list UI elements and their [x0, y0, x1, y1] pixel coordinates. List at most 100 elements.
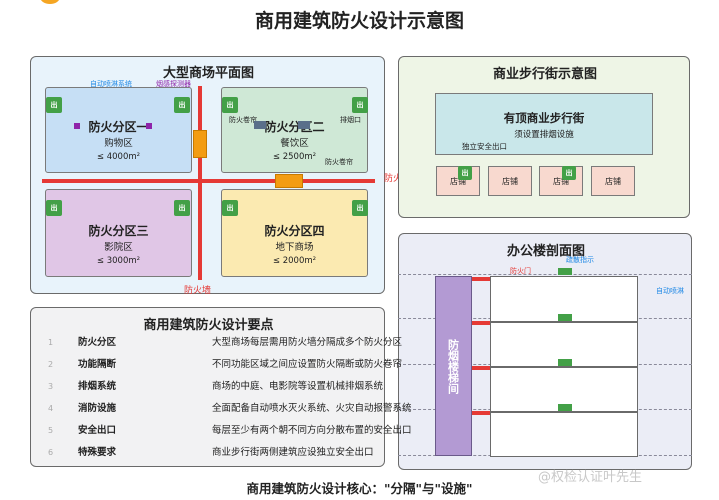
point-number: 5: [48, 426, 54, 435]
exhaust-vent-icon: [254, 121, 266, 129]
smoke-detector-icon: [74, 123, 80, 129]
exit-icon: 出: [562, 166, 576, 180]
list-item: 6 特殊要求 商业步行街两侧建筑应设独立安全出口: [44, 442, 444, 464]
fire-door: [472, 321, 490, 325]
shop-label: 店铺: [553, 177, 569, 186]
fire-shutter-horizontal: [275, 174, 303, 188]
corner-dot: [40, 0, 60, 4]
zone-area: ≤ 4000m²: [96, 152, 141, 162]
exit-icon: 出: [46, 200, 62, 216]
office-floor: [490, 412, 638, 457]
point-number: 3: [48, 382, 54, 391]
exit-icon: 出: [174, 97, 190, 113]
covered-street-title: 有顶商业步行街: [503, 111, 585, 125]
point-key: 排烟系统: [78, 381, 117, 392]
exit-icon: 出: [222, 97, 238, 113]
zone-area: ≤ 2000m²: [272, 256, 317, 266]
exhaust-label: 排烟口: [340, 116, 361, 124]
list-item: 1 防火分区 大型商场每层需用防火墙分隔成多个防火分区: [44, 332, 444, 354]
exit-icon: 出: [352, 97, 368, 113]
smoke-proof-stair: 防烟楼梯间: [435, 276, 472, 456]
zone-name: 防火分区四: [264, 224, 325, 238]
list-item: 2 功能隔断 不同功能区域之间应设置防火隔断或防火卷帘: [44, 354, 444, 376]
point-number: 1: [48, 338, 54, 347]
zone-use: 餐饮区: [280, 138, 309, 149]
exit-icon: 出: [174, 200, 190, 216]
page-title: 商用建筑防火设计示意图: [254, 10, 464, 32]
fire-zone-2: 防火分区二 餐饮区 ≤ 2500m²: [221, 87, 368, 173]
point-key: 功能隔断: [78, 359, 117, 370]
design-points-list: 1 防火分区 大型商场每层需用防火墙分隔成多个防火分区 2 功能隔断 不同功能区…: [44, 332, 444, 464]
point-desc: 大型商场每层需用防火墙分隔成多个防火分区: [212, 337, 403, 348]
exit-icon: 出: [458, 166, 472, 180]
fire-shutter-vertical: [193, 130, 207, 158]
zone-use: 购物区: [104, 138, 133, 149]
mall-plan-title: 大型商场平面图: [162, 66, 254, 81]
smoke-detector-label: 烟感探测器: [156, 80, 191, 88]
fire-door-label: 防火门: [510, 267, 531, 275]
shop-label: 店铺: [605, 177, 621, 186]
fire-shutter-label-2: 防火卷帘: [325, 158, 353, 166]
zone-area: ≤ 3000m²: [96, 256, 141, 266]
point-desc: 商业步行街两侧建筑应设独立安全出口: [212, 447, 374, 458]
auto-sprinkler-label: 自动喷淋系统: [90, 80, 132, 88]
point-key: 安全出口: [78, 425, 117, 436]
fire-door: [472, 366, 490, 370]
list-item: 4 消防设施 全面配备自动喷水灭火系统、火灾自动报警系统: [44, 398, 444, 420]
fire-wall-horizontal: [42, 179, 375, 183]
point-desc: 商场的中庭、电影院等设置机械排烟系统: [212, 381, 384, 392]
point-number: 4: [48, 404, 54, 413]
point-number: 6: [48, 448, 54, 457]
evac-sign-icon: [558, 359, 572, 366]
shop-2: 店铺: [488, 166, 532, 196]
smoke-detector-icon: [146, 123, 152, 129]
summary-text: 商用建筑防火设计核心："分隔"与"设施": [246, 481, 473, 496]
fire-zone-1: 防火分区一 购物区 ≤ 4000m²: [45, 87, 192, 173]
shop-4: 店铺: [591, 166, 635, 196]
shop-3: 店铺: [539, 166, 583, 196]
list-item: 3 排烟系统 商场的中庭、电影院等设置机械排烟系统: [44, 376, 444, 398]
independent-exit-label: 独立安全出口: [462, 142, 507, 151]
list-item: 5 安全出口 每层至少有两个朝不同方向分散布置的安全出口: [44, 420, 444, 442]
point-desc: 每层至少有两个朝不同方向分散布置的安全出口: [212, 425, 412, 436]
shop-label: 店铺: [502, 177, 518, 186]
fire-wall-bottom-label: 防火墙: [184, 286, 212, 296]
exit-icon: 出: [352, 200, 368, 216]
exhaust-vent-icon: [298, 121, 310, 129]
zone-use: 影院区: [104, 242, 133, 253]
point-key: 特殊要求: [78, 447, 117, 458]
sprinkler-label: 自动喷淋: [656, 287, 684, 295]
fire-wall-right-label: 防火: [384, 174, 403, 184]
exit-icon: 出: [222, 200, 238, 216]
point-desc: 全面配备自动喷水灭火系统、火灾自动报警系统: [212, 403, 412, 414]
street-title: 商业步行街示意图: [492, 67, 597, 82]
fire-zone-4: 防火分区四 地下商场 ≤ 2000m²: [221, 189, 368, 277]
stair-label: 防烟楼梯间: [446, 339, 460, 394]
fire-door: [472, 277, 490, 281]
zone-area: ≤ 2500m²: [272, 152, 317, 162]
zone-name: 防火分区一: [88, 120, 149, 134]
shop-label: 店铺: [450, 177, 466, 186]
design-points-title: 商用建筑防火设计要点: [143, 318, 274, 333]
point-number: 2: [48, 360, 54, 369]
evac-sign-icon: [558, 404, 572, 411]
watermark: @权检认证叶先生: [538, 470, 643, 485]
covered-street: 有顶商业步行街 须设置排烟设施: [435, 93, 653, 155]
point-key: 消防设施: [78, 403, 117, 414]
fire-shutter-label: 防火卷帘: [229, 116, 257, 124]
fire-door: [472, 411, 490, 415]
zone-use: 地下商场: [275, 242, 314, 253]
fire-wall-vertical: [198, 86, 202, 280]
floor-line: [398, 274, 692, 275]
zone-name: 防火分区三: [88, 224, 149, 238]
evac-sign-icon: [558, 314, 572, 321]
office-title: 办公楼剖面图: [506, 244, 585, 259]
point-desc: 不同功能区域之间应设置防火隔断或防火卷帘: [212, 359, 403, 370]
exit-icon: 出: [46, 97, 62, 113]
covered-street-note: 须设置排烟设施: [514, 130, 574, 140]
fire-zone-3: 防火分区三 影院区 ≤ 3000m²: [45, 189, 192, 277]
design-points-panel: 商用建筑防火设计要点: [30, 307, 385, 467]
point-key: 防火分区: [78, 337, 117, 348]
evac-sign-label: 疏散指示: [566, 256, 594, 264]
evac-sign-icon: [558, 268, 572, 275]
